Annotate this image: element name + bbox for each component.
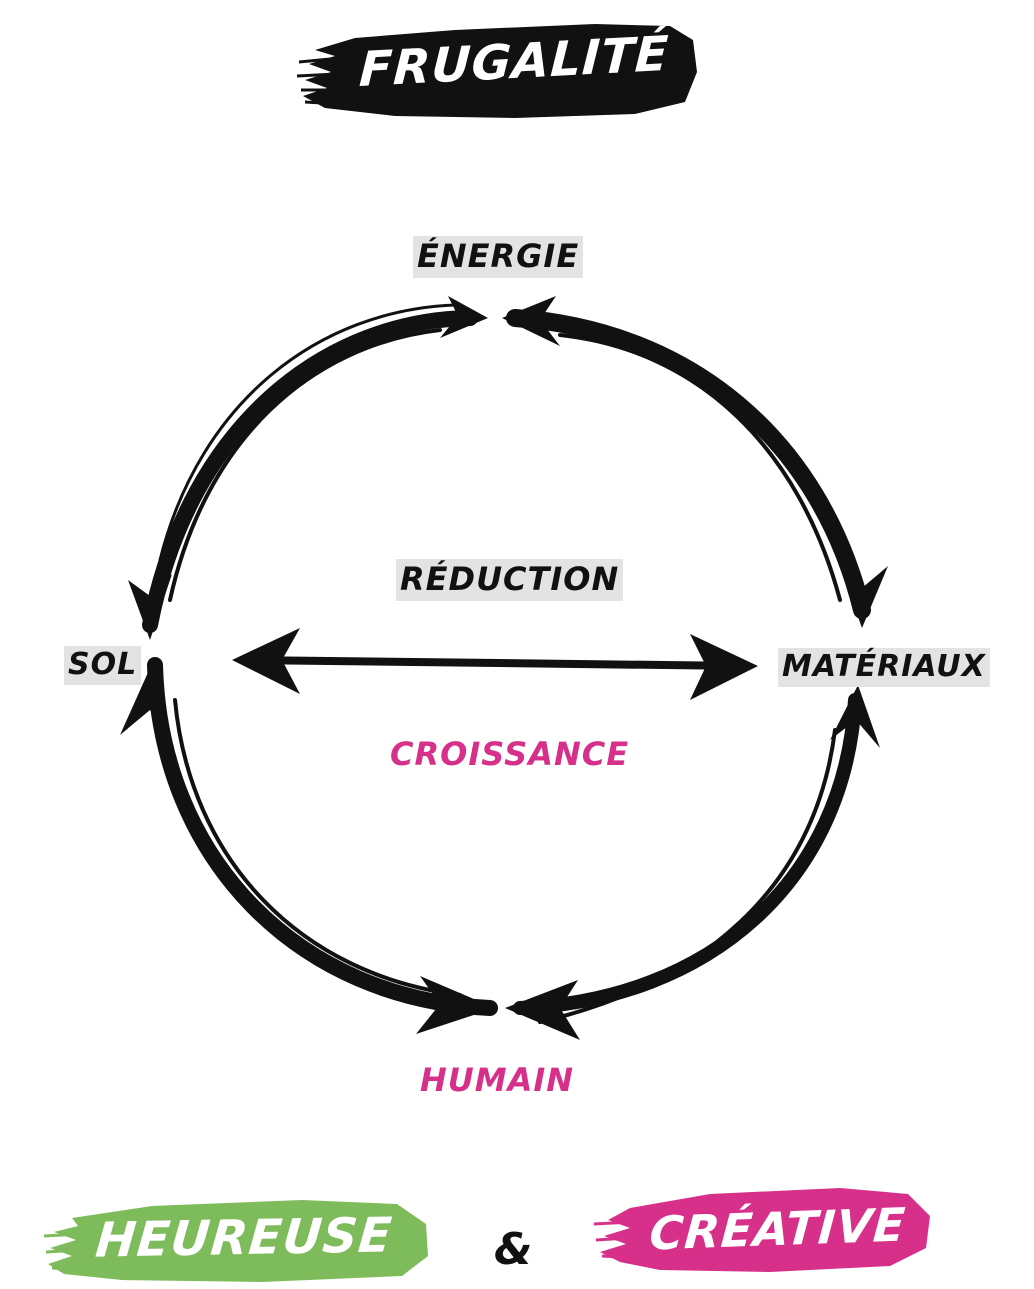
heureuse-brush-stroke — [43, 1200, 428, 1282]
center-reduction: RÉDUCTION — [396, 559, 624, 601]
footer-creative: CRÉATIVE — [647, 1197, 908, 1261]
footer-heureuse: HEUREUSE — [93, 1207, 395, 1269]
arrowhead-humain-right — [505, 980, 580, 1040]
arc-sol-to-humain — [147, 657, 498, 1016]
arrowhead-materiaux-top — [842, 566, 888, 628]
arrowhead-sol-bottom — [120, 668, 172, 740]
double-arrow-line — [241, 656, 749, 670]
arrowhead-energie — [440, 296, 488, 338]
creative-brush-stroke — [593, 1188, 930, 1272]
arrowhead-sol-top — [128, 574, 172, 640]
arrowhead-center-right — [690, 634, 758, 700]
node-sol: SOL — [64, 646, 142, 685]
node-sol-label: SOL — [64, 646, 142, 685]
center-croissance: CROISSANCE — [390, 735, 630, 773]
arrowhead-center-left — [232, 628, 300, 694]
arc-materiaux-to-energie — [506, 309, 871, 619]
arrowhead-materiaux-bottom — [830, 685, 880, 748]
node-materiaux-label: MATÉRIAUX — [778, 648, 990, 687]
node-energie-label: ÉNERGIE — [413, 236, 584, 278]
arrowhead-humain-left — [416, 976, 495, 1034]
arc-materiaux-to-humain — [513, 693, 862, 1015]
center-reduction-label: RÉDUCTION — [396, 559, 624, 601]
node-humain: HUMAIN — [420, 1061, 575, 1099]
node-energie: ÉNERGIE — [413, 236, 584, 278]
footer-ampersand: & — [494, 1224, 534, 1275]
node-materiaux: MATÉRIAUX — [778, 648, 990, 687]
title-brush-stroke — [296, 24, 697, 118]
arc-energie-to-sol — [142, 310, 478, 633]
arrowhead-energie-right — [502, 296, 560, 346]
